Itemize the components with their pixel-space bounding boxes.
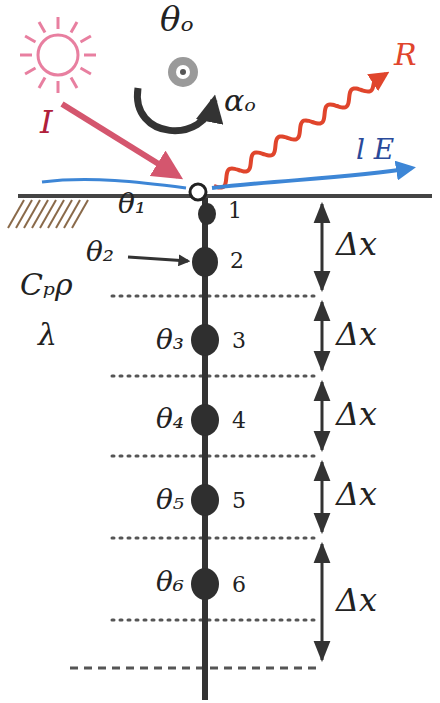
layer-number: 2 [230, 250, 244, 272]
layer-thickness: Δx [336, 478, 377, 510]
longwave-arrow [214, 74, 386, 188]
layer-boundary [112, 619, 316, 622]
layer-number: 6 [232, 574, 246, 596]
hatch-line [8, 200, 24, 228]
surface-flux-line [42, 180, 186, 188]
sun-ray [25, 36, 35, 42]
sun-ray [39, 78, 45, 88]
hatch-line [48, 200, 64, 228]
heat-capacity-label: Cₚρ [20, 270, 73, 300]
dimension-arrow [321, 302, 324, 370]
radiation-label: I [40, 106, 53, 138]
layer-temperature: θ₄ [156, 405, 184, 433]
layer-boundary [112, 537, 316, 540]
bottom-boundary [70, 667, 318, 670]
sun-ray [25, 68, 35, 74]
layer-boundary [112, 455, 316, 458]
layer-boundaries [112, 296, 316, 620]
layer-thickness: Δx [336, 228, 377, 260]
latent-heat-arrow [212, 168, 412, 188]
air-temperature: θₒ [160, 2, 194, 36]
hatch-line [56, 200, 72, 228]
sun-ray [71, 78, 77, 88]
sun-ray [57, 17, 60, 29]
layer-number: 4 [232, 410, 246, 432]
dimension-arrow [321, 544, 324, 660]
dimension-arrow [321, 462, 324, 532]
dimension-arrow [321, 382, 324, 450]
sun-ray [81, 68, 91, 74]
layer-thickness: Δx [336, 584, 377, 616]
hatch-line [72, 200, 88, 228]
sun-ray [84, 54, 96, 57]
conductivity-label: λ [38, 320, 57, 350]
sun-ray [81, 36, 91, 42]
layer-temperature: θ₅ [156, 486, 184, 514]
exchange-arrow [137, 88, 214, 131]
layer-temperature: θ₂ [86, 238, 114, 266]
layer-number: 1 [228, 200, 242, 222]
air-node [168, 57, 198, 87]
layer-node [191, 404, 219, 436]
layer-node [191, 324, 219, 356]
layer-number: 3 [232, 330, 246, 352]
layer-nodes [191, 203, 219, 600]
layer-thickness: Δx [336, 318, 377, 350]
layer-number: 5 [232, 490, 246, 512]
layer-node [192, 247, 218, 277]
hatch-line [40, 200, 56, 228]
layer-node [191, 484, 219, 516]
pointer-arrow [128, 257, 188, 261]
ground-surface [18, 194, 432, 198]
longwave-label: R [394, 40, 417, 70]
sun-ray [71, 22, 77, 32]
radiation-arrow [62, 104, 178, 176]
sun-ray [57, 81, 60, 93]
heat-transfer-coefficient: αₒ [224, 86, 256, 116]
sun-ray [39, 22, 45, 32]
layer-temperature: θ₆ [156, 568, 184, 596]
layer-boundary [112, 375, 316, 378]
layer-temperature: θ₁ [118, 190, 146, 218]
layer-node [198, 203, 216, 225]
hatch-line [24, 200, 40, 228]
latent-heat-label: l E [356, 136, 394, 164]
dimension-arrow [321, 204, 324, 290]
layer-boundary [112, 295, 316, 298]
hatch-line [16, 200, 32, 228]
ground-hatch [8, 200, 88, 228]
hatch-line [32, 200, 48, 228]
layer-node [191, 568, 219, 600]
layer-thickness: Δx [336, 398, 377, 430]
surface-node [190, 184, 206, 200]
hatch-line [64, 200, 80, 228]
sun-ray [20, 54, 32, 57]
dimension-arrows [321, 204, 324, 660]
sun-symbol [20, 17, 96, 93]
layer-temperature: θ₃ [156, 326, 184, 354]
